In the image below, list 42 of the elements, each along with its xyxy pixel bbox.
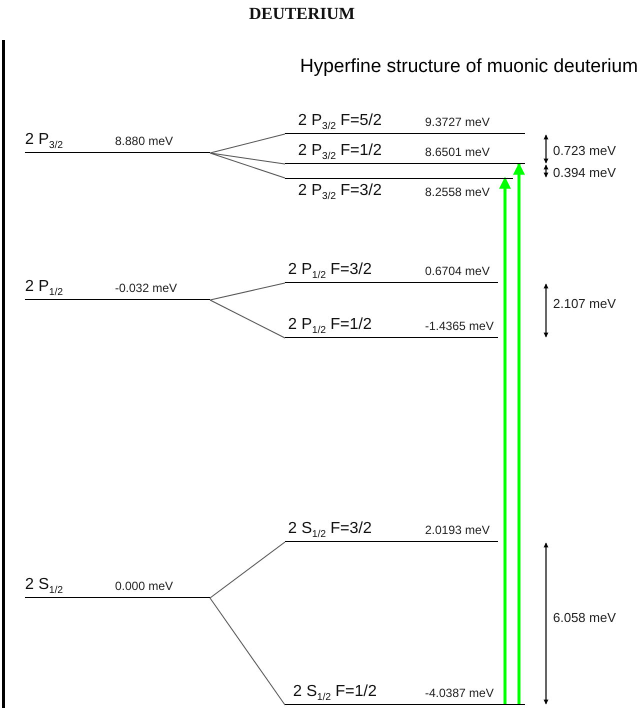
level-name: 2 P$_{1/2}$ F=3/2 — [288, 261, 372, 279]
level-name: 2 S$_{1/2}$ — [25, 576, 63, 594]
energy-level — [285, 140, 525, 164]
splitting-line — [210, 300, 286, 338]
energy-level — [285, 681, 525, 705]
subtitle: Hyperfine structure of muonic deuterium — [300, 56, 638, 78]
level-name: 2 P$_{1/2}$ F=1/2 — [288, 316, 372, 334]
energy-value: -4.0387 meV — [425, 686, 494, 700]
splitting-line — [210, 542, 286, 598]
dimension-label: 6.058 meV — [553, 610, 616, 625]
energy-value: 8.6501 meV — [425, 145, 490, 159]
energy-level — [285, 178, 513, 202]
level-name: 2 P$_{3/2}$ F=5/2 — [298, 112, 382, 130]
energy-value: 8.880 meV — [115, 134, 174, 148]
splitting-line — [210, 282, 286, 300]
level-name: 2 P$_{3/2}$ — [25, 131, 63, 149]
energy-level — [285, 259, 498, 283]
level-name: 2 P$_{3/2}$ F=3/2 — [298, 182, 382, 200]
energy-level — [285, 314, 498, 338]
energy-value: -1.4365 meV — [425, 319, 494, 333]
splitting-line — [210, 152, 286, 164]
transition-arrow — [499, 176, 511, 705]
energy-value: 9.3727 meV — [425, 115, 490, 129]
dimension-label: 2.107 meV — [553, 296, 616, 311]
level-name: 2 P$_{1/2}$ — [25, 278, 63, 296]
energy-level — [285, 518, 498, 542]
level-name: 2 S$_{1/2}$ F=3/2 — [288, 520, 372, 538]
splitting-line — [210, 134, 286, 154]
energy-value: -0.032 meV — [115, 281, 178, 295]
dimension-label: 0.394 meV — [553, 165, 616, 180]
level-name: 2 P$_{3/2}$ F=1/2 — [298, 142, 382, 160]
energy-value: 2.0193 meV — [425, 523, 490, 537]
splitting-line — [210, 598, 286, 706]
title: DEUTERIUM — [249, 4, 355, 24]
energy-level — [285, 110, 525, 134]
energy-value: 0.000 meV — [115, 579, 174, 593]
dimension-label: 0.723 meV — [553, 143, 616, 158]
energy-value: 8.2558 meV — [425, 185, 490, 199]
splitting-line — [210, 152, 286, 178]
transition-arrow — [513, 162, 525, 705]
level-name: 2 S$_{1/2}$ F=1/2 — [293, 683, 377, 701]
energy-value: 0.6704 meV — [425, 264, 490, 278]
